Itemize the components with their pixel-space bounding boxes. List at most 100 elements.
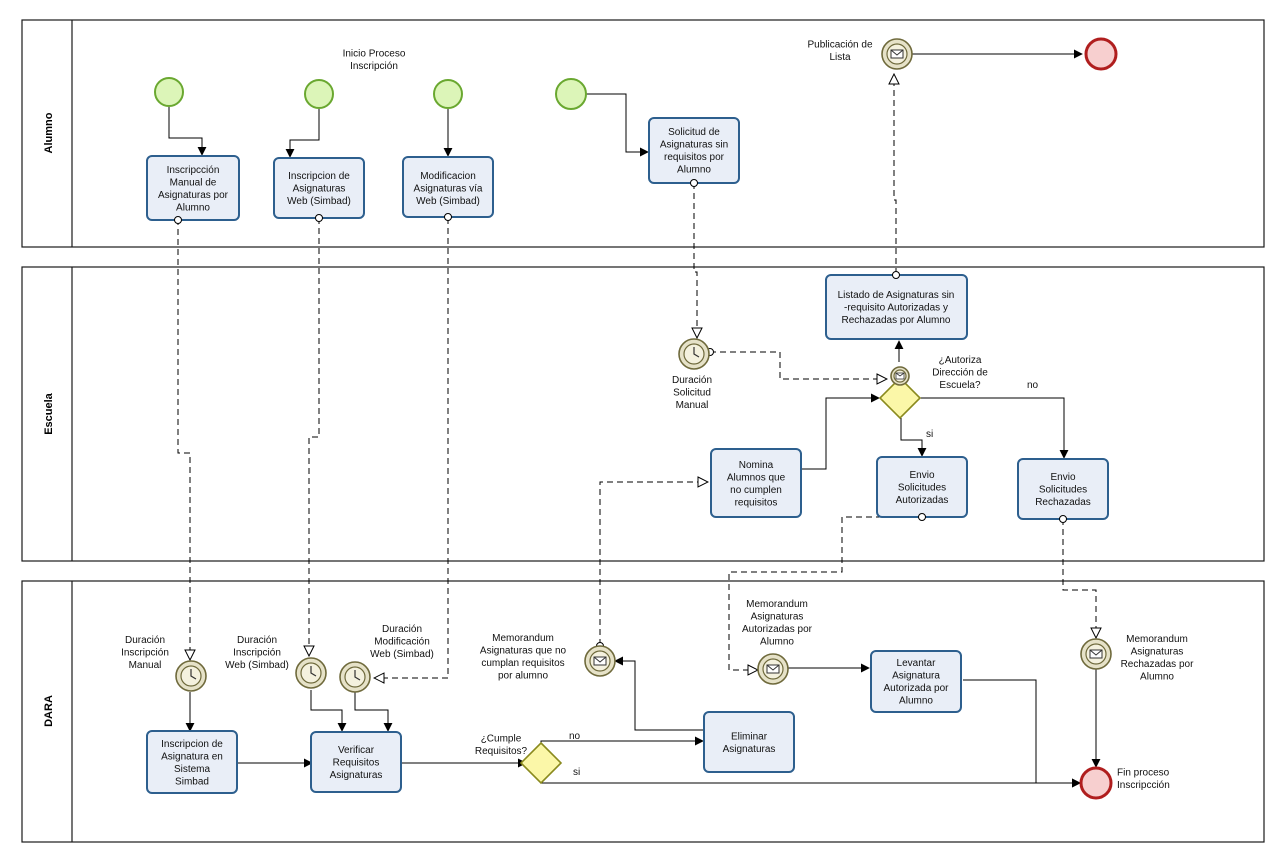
- task-envio-rechazadas-line: Envio: [1050, 472, 1075, 483]
- flow-gateway-si-autorizadas: [900, 418, 927, 457]
- task-nomina-alumnos-line: no cumplen: [730, 485, 782, 496]
- label-autoriza-direccion-line: Dirección de: [932, 368, 988, 379]
- label-duracion-inscripcion-web-line: Inscripción: [233, 648, 281, 659]
- start-event-modificacion[interactable]: [433, 79, 463, 109]
- task-envio-rechazadas-line: Solicitudes: [1039, 485, 1087, 496]
- start-event-inscripcion-manual[interactable]: [154, 77, 184, 107]
- label-autoriza-direccion-line: Escuela?: [939, 380, 981, 391]
- label-memo-autorizadas-line: Alumno: [760, 636, 794, 647]
- label-memo-no-cumplan-line: por alumno: [498, 670, 548, 681]
- task-modificacion-web-line: Modificacion: [420, 171, 476, 182]
- task-solicitud-sin-requisitos-line: Alumno: [677, 164, 711, 175]
- msg-autorizadas-memo: [728, 516, 922, 670]
- gateway-cumple[interactable]: [519, 741, 563, 785]
- msg-timer-gateway: [710, 351, 887, 379]
- task-verificar-requisitos-line: Verificar: [338, 745, 375, 756]
- label-no-dara: no: [569, 731, 581, 742]
- task-listado-asignaturas-line: Rechazadas por Alumno: [842, 315, 951, 326]
- task-listado-asignaturas-line: Listado de Asignaturas sin: [838, 290, 955, 301]
- timer-event-duracion-modificacion[interactable]: [339, 661, 371, 693]
- task-envio-rechazadas-line: Rechazadas: [1035, 497, 1091, 508]
- message-flows: [177, 74, 1096, 678]
- task-inscripcion-web-line: Inscripcion de: [288, 171, 350, 182]
- label-memo-autorizadas-line: Memorandum: [746, 599, 808, 610]
- start-event-solicitud[interactable]: [555, 78, 587, 110]
- label-si-dara: si: [573, 767, 580, 778]
- msg-web-timer: [309, 218, 320, 656]
- end-event-fin-proceso[interactable]: [1079, 766, 1113, 800]
- msg-listado-publicacion: [894, 74, 896, 274]
- label-cumple-requisitos-line: Requisitos?: [475, 746, 528, 757]
- message-event-memo-autorizadas[interactable]: [757, 653, 789, 685]
- task-nomina-alumnos-line: Alumnos que: [727, 472, 786, 483]
- task-envio-autorizadas-line: Envio: [909, 470, 934, 481]
- task-inscripcion-manual-line: Alumno: [176, 202, 210, 213]
- flow-nomina-gateway: [802, 393, 880, 470]
- message-event-memo-no-cumplan[interactable]: [584, 645, 616, 677]
- task-listado-asignaturas-line: -requisito Autorizadas y: [844, 303, 948, 314]
- task-inscripcion-sistema-line: Sistema: [174, 764, 211, 775]
- end-event-publicacion[interactable]: [1084, 37, 1118, 71]
- task-nomina-alumnos-line: requisitos: [735, 497, 778, 508]
- task-envio-autorizadas-line: Autorizadas: [896, 495, 949, 506]
- timer-event-duracion-solicitud[interactable]: [678, 338, 710, 370]
- label-duracion-inscripcion-manual-line: Inscripción: [121, 648, 169, 659]
- task-solicitud-sin-requisitos-line: Asignaturas sin: [660, 139, 728, 150]
- flow-start2-inscripcion-web: [285, 109, 320, 158]
- label-publicacion-lista-line: Lista: [829, 52, 851, 63]
- label-duracion-inscripcion-web-line: Duración: [237, 635, 277, 646]
- task-eliminar-asignaturas-line: Eliminar: [731, 731, 768, 742]
- task-inscripcion-manual-line: Inscripcción: [167, 165, 220, 176]
- task-verificar-requisitos-line: Asignaturas: [330, 770, 383, 781]
- label-duracion-inscripcion-manual-line: Manual: [129, 660, 162, 671]
- message-event-publicacion[interactable]: [881, 38, 913, 70]
- message-event-memo-rechazadas[interactable]: [1080, 638, 1112, 670]
- label-memo-rechazadas-line: Alumno: [1140, 671, 1174, 682]
- label-autoriza-direccion-line: ¿Autoriza: [939, 355, 982, 366]
- message-event-autoriza[interactable]: [890, 366, 910, 386]
- task-solicitud-sin-requisitos-line: Solicitud de: [668, 127, 720, 138]
- timer-event-duracion-inscripcion-web[interactable]: [295, 657, 327, 689]
- task-modificacion-web-line: Web (Simbad): [416, 196, 480, 207]
- flow-start1-inscripcion-manual: [168, 107, 207, 156]
- task-inscripcion-sistema-line: Simbad: [175, 776, 209, 787]
- start-event-inscripcion-web[interactable]: [304, 79, 334, 109]
- flow-levantar-fin: [963, 679, 1081, 788]
- gateway-autoriza[interactable]: [878, 376, 922, 420]
- flow-gateway-no-rechazadas: [920, 397, 1069, 459]
- label-memo-rechazadas-line: Asignaturas: [1131, 646, 1184, 657]
- task-envio-autorizadas-line: Solicitudes: [898, 483, 946, 494]
- timer-event-duracion-inscripcion-manual[interactable]: [175, 660, 207, 692]
- flow-start4-solicitud: [586, 93, 649, 157]
- label-publicacion-lista-line: Publicación de: [807, 39, 872, 50]
- lane-label-dara: DARA: [43, 695, 55, 727]
- task-levantar-asignatura-line: Alumno: [899, 695, 933, 706]
- label-fin-proceso-line: Fin proceso: [1117, 767, 1170, 778]
- label-duracion-solicitud-manual-line: Manual: [676, 400, 709, 411]
- msg-solicitud-timer: [694, 183, 697, 338]
- task-listado-asignaturas[interactable]: Listado de Asignaturas sin -requisito Aut…: [825, 274, 968, 340]
- task-inscripcion-sistema-line: Asignatura en: [161, 751, 223, 762]
- flow-timer-modif-verificar: [354, 692, 393, 732]
- task-inscripcion-manual-line: Manual de: [170, 177, 217, 188]
- msg-modif-timer: [374, 218, 449, 678]
- task-levantar-asignatura-line: Autorizada por: [883, 683, 949, 694]
